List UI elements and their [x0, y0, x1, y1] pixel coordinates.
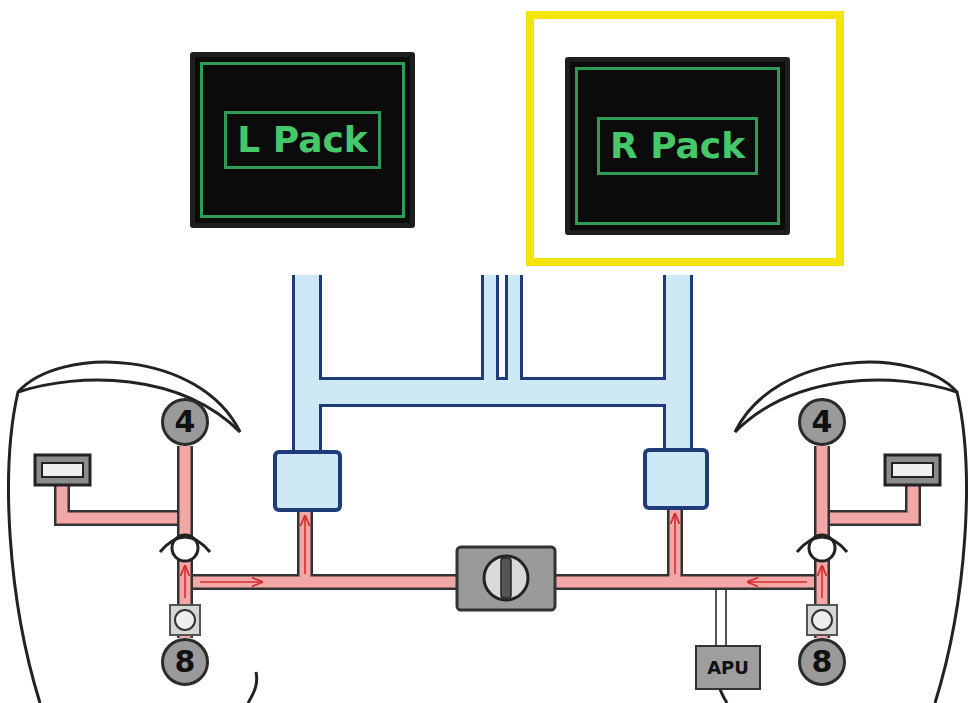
crossfeed-valve — [457, 547, 555, 610]
hp-valve-disc — [175, 610, 195, 630]
hp-valve-disc — [812, 610, 832, 630]
flow-arrow — [200, 581, 262, 583]
flow-arrow — [184, 566, 186, 598]
duct — [666, 275, 690, 450]
engine-nacelle — [9, 362, 967, 703]
pipe — [667, 508, 683, 582]
pipe-wall — [715, 590, 717, 645]
apu-pipe-fill — [717, 590, 725, 645]
hp-valve — [170, 605, 200, 635]
callout-number: 4 — [175, 407, 196, 437]
duct-outline — [292, 275, 693, 452]
nacelle-outline — [9, 362, 240, 703]
duct-fill — [490, 275, 514, 384]
hp-valve — [807, 605, 837, 635]
flow-arrow — [748, 581, 807, 583]
check-valve-flap — [160, 537, 210, 552]
bleed-stage-number: 4 — [798, 398, 846, 446]
nacelle-rim — [735, 380, 957, 432]
pipe — [822, 485, 913, 518]
highlight-frame — [530, 15, 840, 262]
nacelle-outline — [735, 362, 966, 703]
pipe — [62, 485, 185, 518]
flow-arrow — [674, 514, 676, 574]
flow-arrow — [821, 566, 823, 598]
duct — [295, 275, 319, 452]
callout-number: 4 — [812, 407, 833, 437]
duct — [508, 275, 520, 384]
flow-arrows — [185, 514, 822, 598]
bleed-port — [35, 455, 90, 485]
duct-fill — [295, 275, 690, 452]
pack-ducts — [292, 275, 693, 452]
bleed-stage-number: 4 — [161, 398, 209, 446]
pack-valve — [645, 450, 707, 508]
pipe — [62, 485, 185, 518]
pipe — [822, 485, 913, 518]
duct — [663, 275, 693, 450]
valve-slot — [501, 558, 511, 598]
bleed-port — [885, 455, 940, 485]
duct — [292, 275, 322, 452]
bleed-port — [892, 463, 933, 477]
pipe-wall — [725, 590, 727, 645]
node-label: L Pack — [224, 111, 380, 169]
duct — [484, 275, 496, 384]
apu-box: APU — [695, 645, 761, 690]
callout-number: 8 — [812, 647, 833, 677]
pack-display: L Pack — [190, 52, 415, 228]
bleed-port — [42, 463, 83, 477]
flow-arrow — [304, 516, 306, 574]
node-label: APU — [707, 659, 749, 677]
pipe — [297, 510, 313, 582]
callout-number: 8 — [175, 647, 196, 677]
pipe — [300, 510, 311, 582]
pipe — [670, 508, 681, 582]
bleed-stage-number: 8 — [161, 638, 209, 686]
pack-valve — [275, 452, 340, 510]
check-valve-flap — [797, 537, 847, 552]
node-label: R Pack — [597, 117, 758, 175]
pack-display: R Pack — [565, 57, 790, 235]
check-valve — [160, 535, 847, 561]
bleed-stage-number: 8 — [798, 638, 846, 686]
apu-pipe — [716, 590, 726, 645]
valve-disc — [484, 556, 528, 600]
nacelle-outline — [248, 672, 257, 703]
